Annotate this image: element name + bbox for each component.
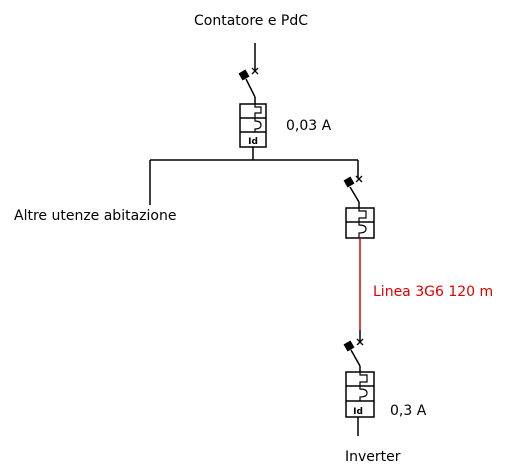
branch-mcb-device	[345, 207, 375, 239]
distribution-busbar	[149, 159, 359, 205]
main-rcd-rating-label: 0,03 A	[286, 118, 332, 134]
bottom-load-label: Inverter	[345, 449, 401, 465]
other-loads-label: Altre utenze abitazione	[14, 208, 177, 224]
inverter-rcd-id-mark: Id	[353, 407, 363, 417]
inverter-breaker-switch	[343, 330, 364, 372]
main-rcd-device: Id	[239, 103, 267, 160]
main-breaker-switch	[238, 67, 259, 104]
main-rcd-id-mark: Id	[248, 137, 258, 147]
branch-breaker-switch	[343, 175, 363, 208]
inverter-rcd-rating-label: 0,3 A	[390, 403, 427, 419]
inverter-rcd-device: Id	[345, 371, 375, 436]
top-source-label: Contatore e PdC	[194, 13, 309, 29]
line-cable-label: Linea 3G6 120 m	[373, 284, 494, 300]
